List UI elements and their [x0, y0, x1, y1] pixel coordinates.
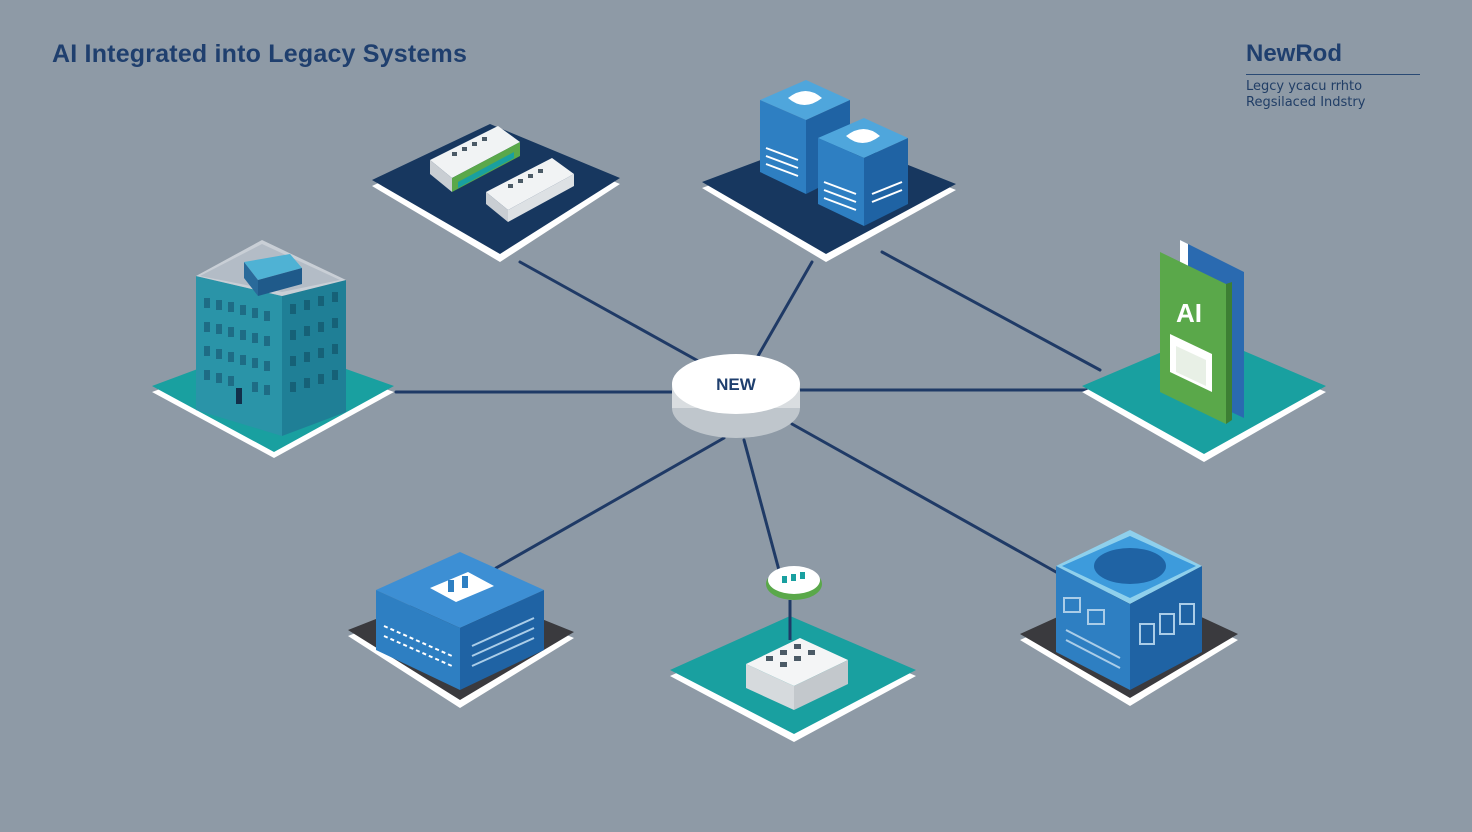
- brand-tagline-line1: Legcy ycacu rrhto: [1246, 79, 1363, 94]
- brand-tagline-line2: Regsilaced Indstry: [1246, 95, 1366, 110]
- legacy-building-icon: [152, 240, 394, 458]
- brand-name: NewRod: [1246, 40, 1342, 67]
- network-switch-icon: [372, 124, 620, 262]
- server-cubes-icon: [702, 80, 956, 262]
- legacy-server-box-icon: [348, 552, 574, 708]
- ai-panel-icon: AI: [1082, 240, 1326, 462]
- link-router: [742, 438, 782, 576]
- link-cube: [790, 422, 1058, 574]
- hub-label: NEW: [716, 375, 757, 394]
- connection-lines: [394, 250, 1102, 576]
- hub-node[interactable]: NEW: [672, 354, 800, 438]
- page-title: AI Integrated into Legacy Systems: [52, 40, 468, 68]
- link-switch: [518, 260, 702, 364]
- router-hub-icon: [670, 566, 916, 742]
- brand-divider: [1246, 74, 1420, 75]
- brand-block: NewRod Legcy ycacu rrhto Regsilaced Inds…: [1246, 40, 1422, 111]
- link-servers-b: [880, 250, 1102, 372]
- ai-label: AI: [1176, 298, 1202, 328]
- link-server-box: [494, 436, 726, 570]
- data-cube-icon: [1020, 530, 1238, 706]
- link-servers: [756, 260, 814, 358]
